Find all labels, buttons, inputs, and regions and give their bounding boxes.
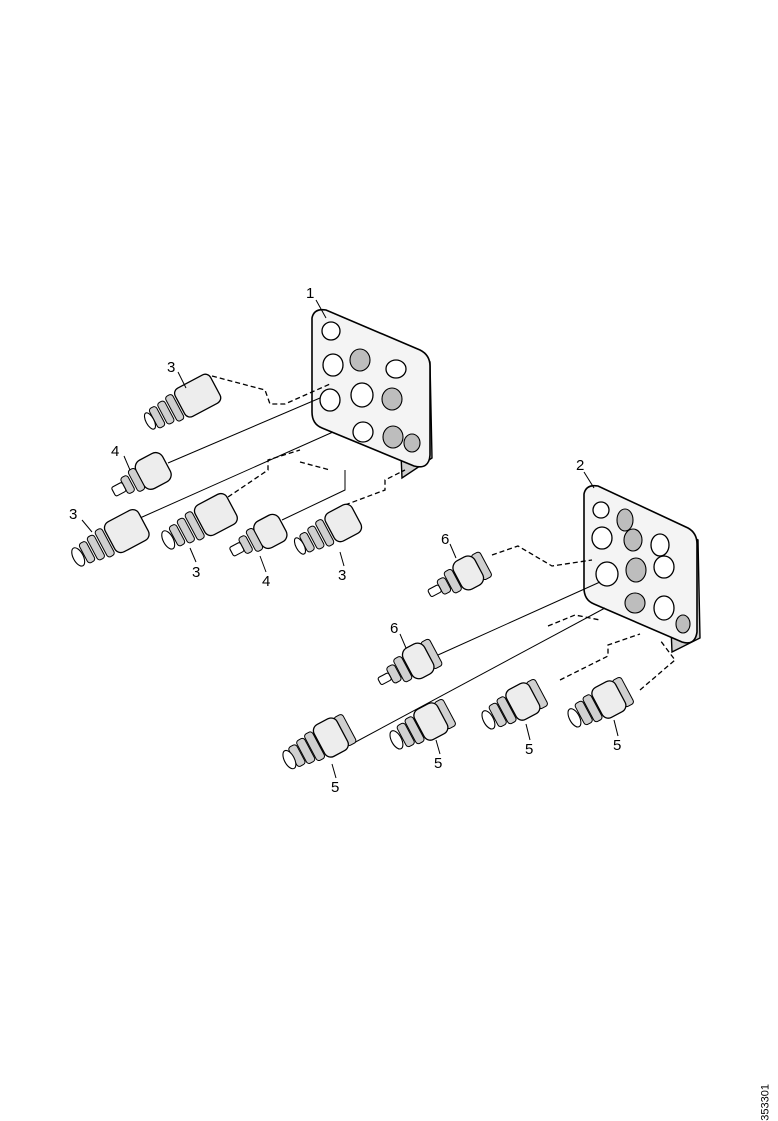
callout-connector-3-top: 3: [167, 359, 175, 376]
connector-3-left: [71, 508, 150, 567]
plate-1: [311, 308, 433, 480]
callout-connector-6-top: 6: [441, 531, 449, 548]
connector-3-middle: [161, 492, 238, 550]
connector-4-bottom: [229, 513, 288, 557]
callout-connector-3-right: 3: [338, 567, 346, 584]
callout-connector-6-bottom: 6: [390, 620, 398, 637]
connector-4-top: [111, 451, 172, 497]
callout-connector-4-bottom: 4: [262, 573, 270, 590]
connector-3-top: [143, 373, 222, 430]
assembly-lines-group-1: [139, 375, 406, 521]
assembly-lines-group-2: [349, 545, 676, 746]
callouts: 1 2 3 4 3 3 4 3 6 6 5 5 5 5: [69, 285, 621, 796]
connector-6-bottom: [377, 638, 443, 685]
callout-connector-3-middle: 3: [192, 564, 200, 581]
reference-code: 353301: [760, 1084, 772, 1121]
callout-connector-4-top: 4: [111, 443, 119, 460]
callout-leaders: [81, 299, 619, 779]
connector-5-c: [481, 678, 548, 730]
callout-connector-5-b: 5: [434, 755, 442, 772]
callout-plate-2: 2: [576, 457, 584, 474]
callout-plate-1: 1: [306, 285, 314, 302]
callout-connector-5-a: 5: [331, 779, 339, 796]
connector-5-b: [389, 698, 456, 750]
callout-connector-5-d: 5: [613, 737, 621, 754]
callout-connector-5-c: 5: [525, 741, 533, 758]
callout-connector-3-left: 3: [69, 506, 77, 523]
connector-5-d: [567, 676, 634, 728]
connector-6-top: [427, 551, 492, 597]
connector-3-right: [293, 503, 363, 555]
plate-2: [583, 484, 701, 654]
connector-5-a: [282, 714, 357, 770]
